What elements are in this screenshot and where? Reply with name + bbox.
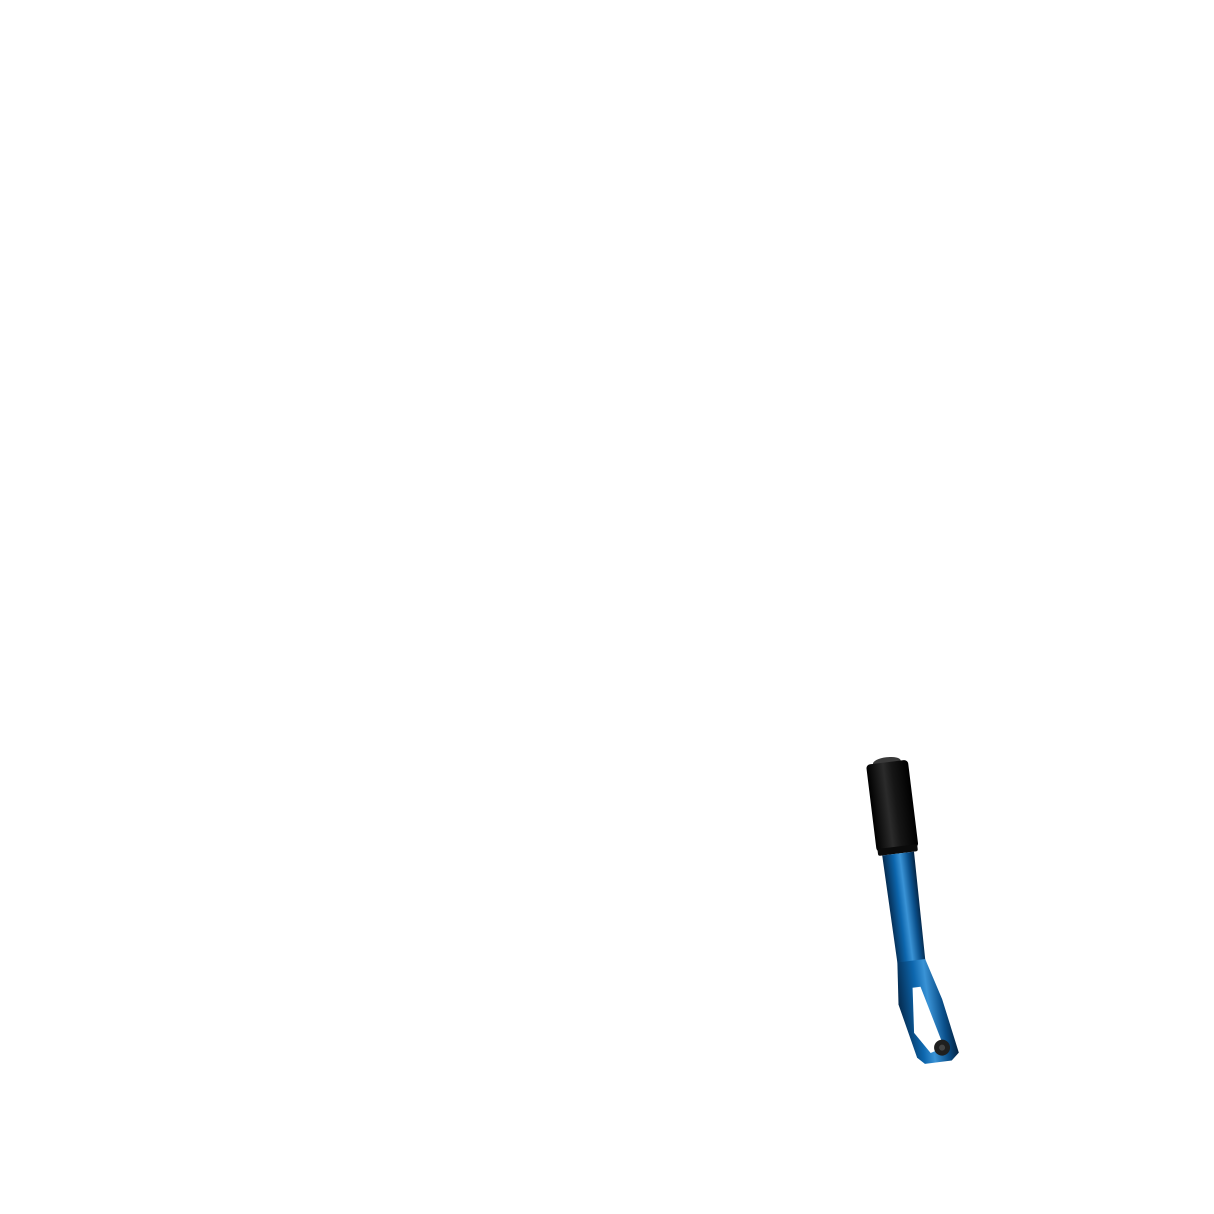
headset-ring xyxy=(877,844,918,856)
fork-body xyxy=(866,756,959,1064)
black-top-cap xyxy=(866,760,918,852)
fork-cutout xyxy=(912,986,945,1054)
blue-steerer-tube xyxy=(882,851,926,965)
axle-bolt-center xyxy=(939,1044,946,1051)
